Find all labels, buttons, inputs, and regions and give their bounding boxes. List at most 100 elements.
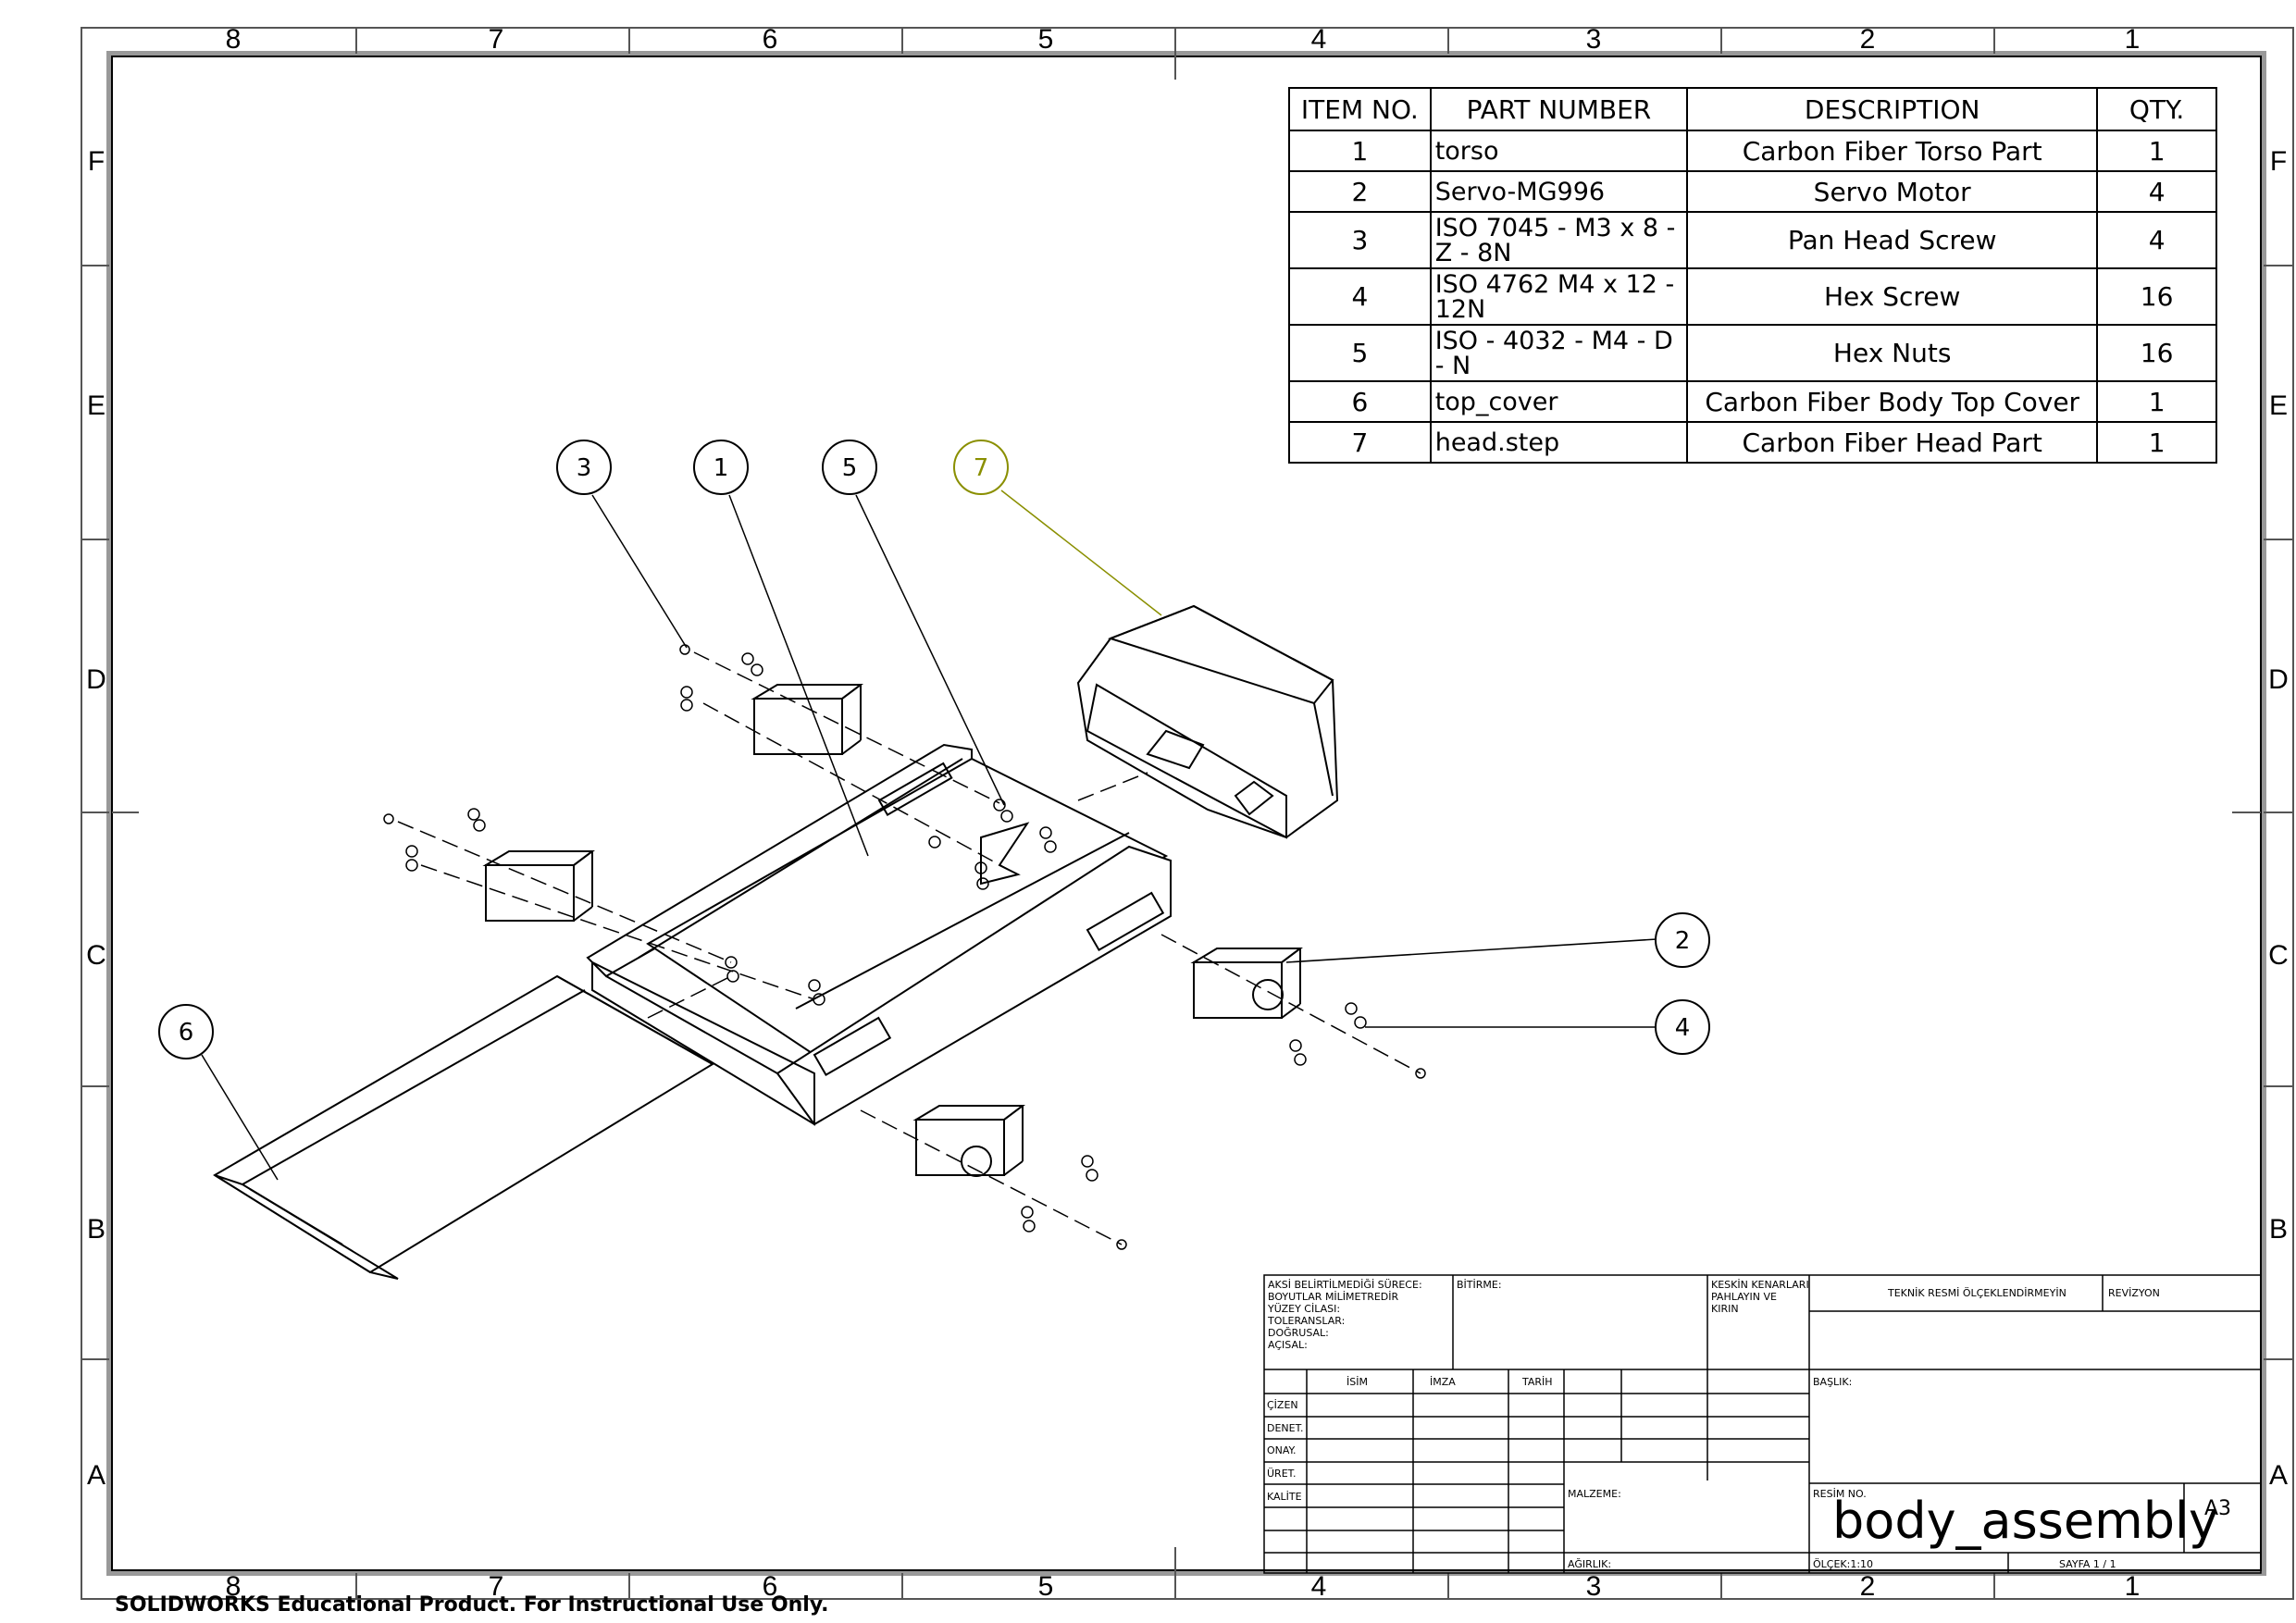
bom-qty: 1 xyxy=(2096,421,2217,464)
bom-item-no: 5 xyxy=(1288,324,1432,382)
servo-motor-bottom xyxy=(912,1105,1025,1177)
balloon-1: 1 xyxy=(693,440,749,495)
balloon-6: 6 xyxy=(158,1004,214,1059)
bom-description: Hex Nuts xyxy=(1686,324,2099,382)
zone-row-a-right: A xyxy=(2268,1460,2288,1491)
zone-col-2-bottom: 2 xyxy=(1859,1571,1876,1602)
title-block-drawing-no-label: RESİM NO. xyxy=(1813,1488,1867,1500)
zone-col-3-top: 3 xyxy=(1585,24,1602,55)
bom-item-no: 7 xyxy=(1288,421,1432,464)
bom-part-number: Servo-MG996 xyxy=(1429,170,1689,213)
zone-col-3-bottom: 3 xyxy=(1585,1571,1602,1602)
bom-part-number: top_cover xyxy=(1429,380,1689,423)
title-block-notes: AKSİ BELİRTİLMEDİĞİ SÜRECE: BOYUTLAR MİL… xyxy=(1268,1279,1422,1351)
title-block-title-label: BAŞLIK: xyxy=(1813,1376,1853,1388)
bom-item-no: 3 xyxy=(1288,211,1432,269)
bom-description: Carbon Fiber Torso Part xyxy=(1686,130,2099,172)
bom-item-no: 6 xyxy=(1288,380,1432,423)
bom-row: 2 Servo-MG996 Servo Motor 4 xyxy=(1288,170,2217,213)
zone-col-8-bottom: 8 xyxy=(225,1571,242,1602)
balloon-7-label: 7 xyxy=(974,454,989,482)
balloon-6-label: 6 xyxy=(179,1019,194,1047)
bom-item-no: 1 xyxy=(1288,130,1432,172)
balloon-3: 3 xyxy=(556,440,612,495)
bom-qty: 1 xyxy=(2096,380,2217,423)
bom-description: Carbon Fiber Head Part xyxy=(1686,421,2099,464)
bom-header-row: ITEM NO. PART NUMBER DESCRIPTION QTY. xyxy=(1288,87,2217,131)
torso-part xyxy=(586,743,1172,1126)
bom-item-no: 2 xyxy=(1288,170,1432,213)
title-block-scale: ÖLÇEK:1:10 xyxy=(1813,1558,1874,1570)
bom-row: 6 top_cover Carbon Fiber Body Top Cover … xyxy=(1288,380,2217,423)
title-block-deburr: KESKİN KENARLARI PAHLAYIN VE KIRIN xyxy=(1711,1279,1809,1315)
zone-col-1-bottom: 1 xyxy=(2124,1571,2141,1602)
balloon-7: 7 xyxy=(953,440,1009,495)
title-block-sheet-number: SAYFA 1 / 1 xyxy=(2059,1558,2116,1570)
bom-header-qty: QTY. xyxy=(2096,87,2217,131)
bom-row: 1 torso Carbon Fiber Torso Part 1 xyxy=(1288,130,2217,172)
bom-qty: 4 xyxy=(2096,170,2217,213)
bill-of-materials: ITEM NO. PART NUMBER DESCRIPTION QTY. 1 … xyxy=(1288,87,2217,464)
educational-watermark-note: SOLIDWORKS Educational Product. For Inst… xyxy=(115,1593,829,1617)
bom-part-number: head.step xyxy=(1429,421,1689,464)
head-part xyxy=(1076,604,1339,839)
title-block-grid xyxy=(1263,1274,2262,1574)
title-block-material: MALZEME: xyxy=(1568,1488,1621,1500)
zone-col-4-bottom: 4 xyxy=(1310,1571,1327,1602)
title-block-role-drawn: ÇİZEN xyxy=(1267,1399,1298,1411)
title-block-role-checked: DENET. xyxy=(1267,1422,1304,1434)
title-block-role-manufacturing: ÜRET. xyxy=(1267,1468,1297,1480)
title-block-col-signature: İMZA xyxy=(1430,1376,1456,1388)
title-block-col-name: İSİM xyxy=(1347,1376,1368,1388)
explode-lines xyxy=(397,651,1421,1245)
zone-row-a-left: A xyxy=(86,1460,105,1491)
bom-description: Pan Head Screw xyxy=(1686,211,2099,269)
bom-qty: 16 xyxy=(2096,324,2217,382)
bom-part-number: ISO 4762 M4 x 12 - 12N xyxy=(1429,267,1689,326)
title-block-finish: BİTİRME: xyxy=(1457,1279,1502,1291)
bom-row: 4 ISO 4762 M4 x 12 - 12N Hex Screw 16 xyxy=(1288,267,2217,326)
bom-part-number: ISO 7045 - M3 x 8 - Z - 8N xyxy=(1429,211,1689,269)
bom-row: 7 head.step Carbon Fiber Head Part 1 xyxy=(1288,421,2217,464)
zone-row-b-right: B xyxy=(2268,1214,2288,1245)
bom-header-part-number: PART NUMBER xyxy=(1429,87,1689,131)
balloon-2-label: 2 xyxy=(1675,927,1691,955)
bom-header-description: DESCRIPTION xyxy=(1686,87,2099,131)
bom-description: Servo Motor xyxy=(1686,170,2099,213)
zone-col-7-bottom: 7 xyxy=(488,1571,504,1602)
title-block-drawing-name: body_assembly xyxy=(1832,1492,2218,1550)
balloon-5: 5 xyxy=(822,440,877,495)
balloon-leaders xyxy=(201,489,1657,1181)
bom-qty: 16 xyxy=(2096,267,2217,326)
zone-row-f-left: F xyxy=(87,146,105,177)
title-block-weight: AĞIRLIK: xyxy=(1568,1558,1612,1570)
servo-motor-right xyxy=(1190,948,1303,1019)
bom-qty: 4 xyxy=(2096,211,2217,269)
zone-col-1-top: 1 xyxy=(2124,24,2141,55)
balloon-5-label: 5 xyxy=(842,454,858,482)
zone-row-b-left: B xyxy=(86,1214,105,1245)
zone-col-5-top: 5 xyxy=(1037,24,1054,55)
zone-row-d-left: D xyxy=(86,664,106,695)
balloon-3-label: 3 xyxy=(577,454,592,482)
assembly-view xyxy=(213,604,1426,1280)
bom-description: Carbon Fiber Body Top Cover xyxy=(1686,380,2099,423)
zone-col-6-top: 6 xyxy=(762,24,778,55)
zone-col-6-bottom: 6 xyxy=(762,1571,778,1602)
bom-row: 3 ISO 7045 - M3 x 8 - Z - 8N Pan Head Sc… xyxy=(1288,211,2217,269)
bom-row: 5 ISO - 4032 - M4 - D - N Hex Nuts 16 xyxy=(1288,324,2217,382)
zone-row-f-right: F xyxy=(2269,146,2288,177)
zone-col-8-top: 8 xyxy=(225,24,242,55)
title-block-role-approved: ONAY. xyxy=(1267,1444,1297,1456)
bom-header-item-no: ITEM NO. xyxy=(1288,87,1432,131)
zone-col-7-top: 7 xyxy=(488,24,504,55)
zone-col-5-bottom: 5 xyxy=(1037,1571,1054,1602)
bom-item-no: 4 xyxy=(1288,267,1432,326)
zone-dividers xyxy=(81,28,2293,1599)
title-block-sheet-size: A3 xyxy=(2204,1497,2232,1520)
zone-row-c-left: C xyxy=(86,940,106,971)
title-block-col-date: TARİH xyxy=(1522,1376,1553,1388)
zone-col-4-top: 4 xyxy=(1310,24,1327,55)
title-block-do-not-scale: TEKNİK RESMİ ÖLÇEKLENDİRMEYİN xyxy=(1888,1287,2066,1299)
